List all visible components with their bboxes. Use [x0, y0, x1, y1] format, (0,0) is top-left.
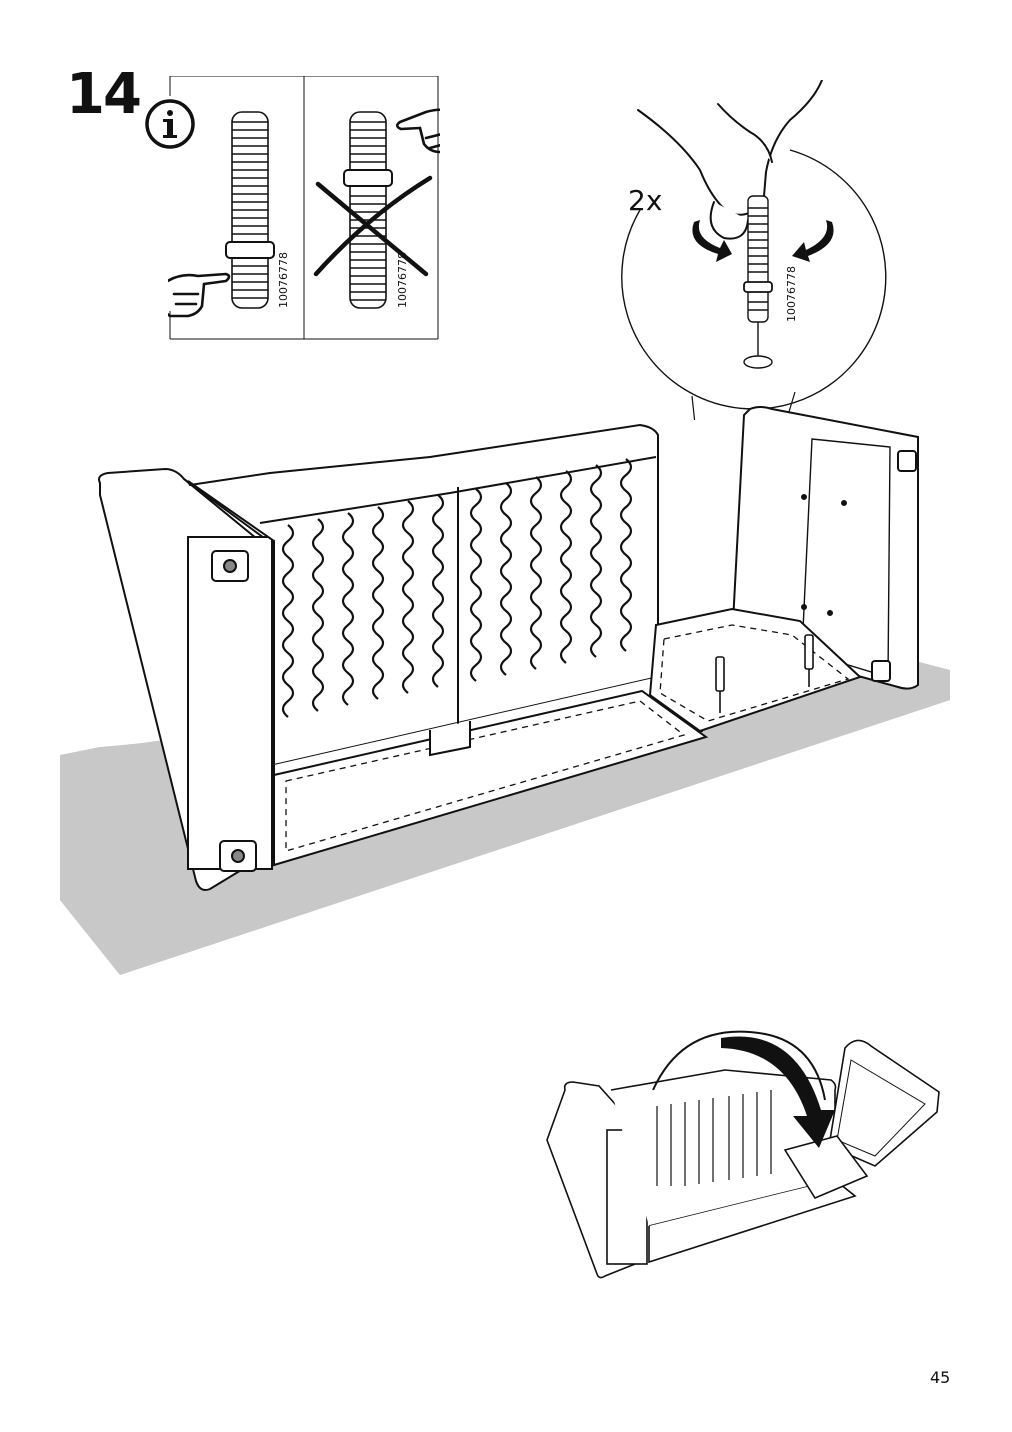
bolt-correct [225, 111, 275, 309]
bolt-wrong [343, 111, 393, 309]
flip-arrow-icon [652, 1030, 835, 1148]
part-number-label: 10076778 [785, 266, 798, 322]
flip-sofa-illustration [546, 1030, 940, 1279]
zoom-detail [621, 80, 887, 420]
wrong-cross-icon [313, 175, 433, 277]
pointing-hand-icon [158, 272, 231, 318]
info-panel-drawing [158, 75, 467, 340]
info-icon [145, 99, 195, 149]
sofa-frame-illustration [60, 406, 950, 975]
step-number: 14 [66, 62, 142, 127]
rotate-arrow-icon [692, 220, 834, 262]
pointing-hand-icon [395, 108, 467, 154]
part-number-label: 10076778 [396, 252, 409, 308]
part-number-label: 10076778 [277, 252, 290, 308]
info-panel [158, 75, 467, 340]
page-number: 45 [930, 1368, 951, 1387]
quantity-label: 2x [628, 184, 663, 217]
